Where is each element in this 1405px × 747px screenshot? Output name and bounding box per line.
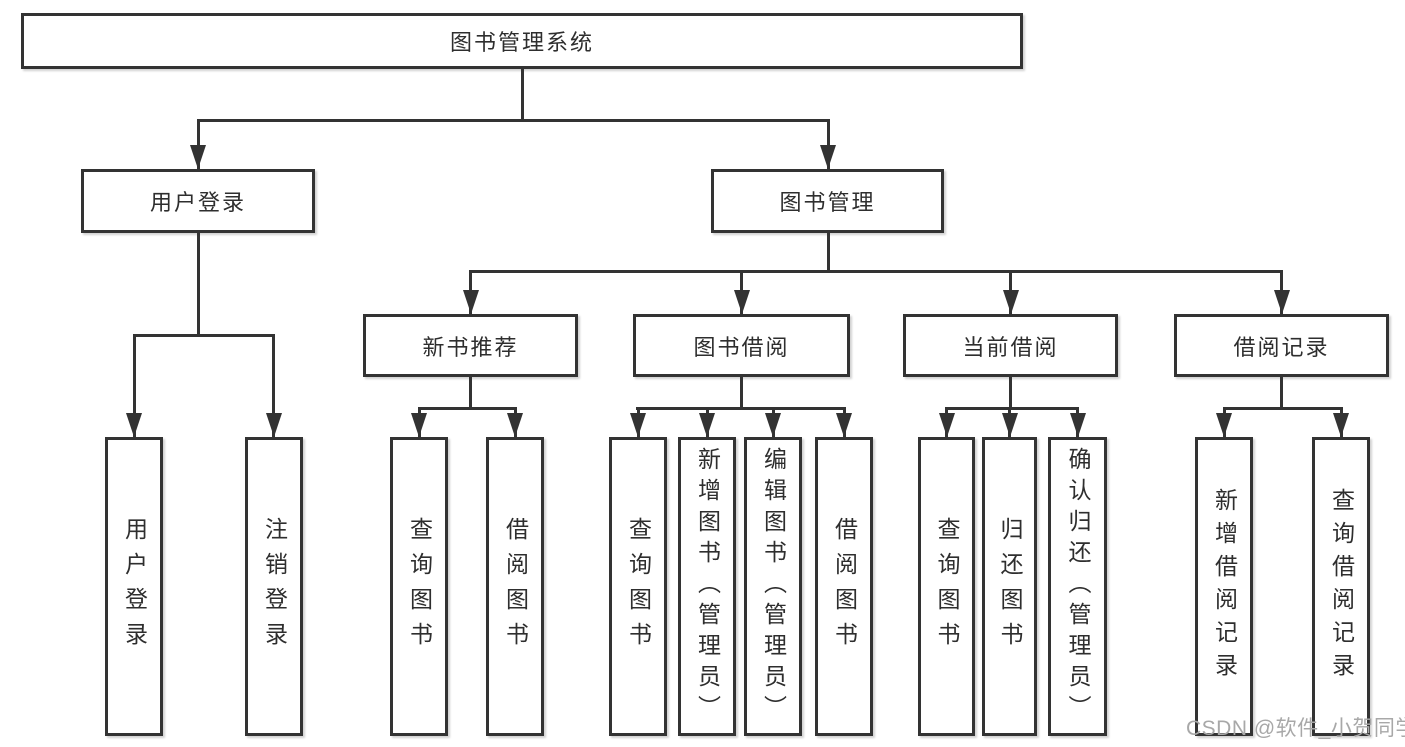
- leaf-label: 新增图书（管理员）: [694, 447, 721, 726]
- leaf-edit-book-admin: 编辑图书（管理员）: [744, 437, 802, 736]
- node-label: 用户登录: [149, 190, 246, 215]
- leaf-user-login: 用户登录: [105, 437, 163, 736]
- connector-user-login-stem: [196, 233, 200, 335]
- arrow-to-current-borrow: [1009, 271, 1012, 314]
- leaf-borrow-books-2: 借阅图书: [815, 437, 873, 736]
- arrow-to-borrow-books-2: [842, 408, 846, 437]
- node-book-management: 图书管理: [711, 169, 944, 233]
- connector-root-stem: [520, 69, 524, 120]
- arrow-to-user-login: [196, 120, 200, 169]
- leaf-return-book: 归还图书: [982, 437, 1037, 736]
- leaf-label: 借阅图书: [831, 516, 858, 657]
- node-label: 借阅记录: [1233, 334, 1330, 360]
- node-library-management-system: 图书管理系统: [21, 13, 1023, 69]
- node-label: 新书推荐: [422, 334, 519, 360]
- arrow-to-query-borrow-record: [1339, 408, 1343, 437]
- csdn-watermark: CSDN @软件_小贺同学: [1186, 717, 1405, 740]
- arrow-to-borrow-records: [1280, 271, 1283, 314]
- node-borrow-records: 借阅记录: [1174, 314, 1389, 377]
- node-label: 图书管理: [779, 190, 876, 215]
- connector-current-stem: [1009, 377, 1012, 408]
- arrow-to-leaf-logout: [272, 335, 275, 437]
- node-label: 当前借阅: [962, 334, 1059, 360]
- leaf-label: 查询借阅记录: [1328, 487, 1355, 686]
- leaf-label: 新增借阅记录: [1211, 487, 1238, 686]
- leaf-confirm-return-admin: 确认归还（管理员）: [1048, 437, 1107, 736]
- node-book-borrow: 图书借阅: [633, 314, 850, 377]
- node-new-book-recommend: 新书推荐: [363, 314, 578, 377]
- arrow-to-query-books-2: [636, 408, 640, 437]
- arrow-to-book-borrow: [740, 271, 743, 314]
- leaf-borrow-books-recommend: 借阅图书: [486, 437, 544, 736]
- node-label: 图书借阅: [693, 334, 790, 360]
- node-current-borrow: 当前借阅: [903, 314, 1118, 377]
- connector-level1-bar: [196, 118, 830, 122]
- arrow-to-new-book-recommend: [469, 271, 472, 314]
- connector-borrow-stem: [740, 377, 743, 408]
- leaf-label: 用户登录: [121, 516, 148, 657]
- arrow-to-add-borrow-record: [1222, 408, 1226, 437]
- arrow-to-query-books-3: [945, 408, 948, 437]
- arrow-to-return-book: [1008, 408, 1011, 437]
- arrow-to-book-management: [826, 120, 830, 169]
- connector-borrow-bar: [635, 406, 846, 410]
- connector-book-management-stem: [826, 233, 830, 271]
- connector-records-bar: [1222, 406, 1343, 410]
- leaf-logout: 注销登录: [245, 437, 303, 736]
- arrow-to-add-book-admin: [705, 408, 709, 437]
- leaf-label: 查询图书: [625, 516, 652, 657]
- connector-current-bar: [945, 406, 1079, 410]
- connector-user-login-bar: [132, 333, 275, 337]
- leaf-add-borrow-record: 新增借阅记录: [1195, 437, 1253, 736]
- arrow-to-query-books-1: [417, 408, 421, 437]
- leaf-label: 确认归还（管理员）: [1065, 447, 1091, 726]
- connector-recommend-bar: [417, 406, 517, 410]
- leaf-add-book-admin: 新增图书（管理员）: [678, 437, 736, 736]
- connector-records-stem: [1280, 377, 1283, 408]
- leaf-label: 借阅图书: [502, 516, 529, 657]
- connector-recommend-stem: [469, 377, 472, 408]
- arrow-to-confirm-return-admin: [1076, 408, 1079, 437]
- leaf-label: 查询图书: [406, 516, 433, 657]
- node-label: 图书管理系统: [449, 30, 594, 55]
- arrow-to-edit-book-admin: [771, 408, 775, 437]
- leaf-query-books-borrow: 查询图书: [609, 437, 667, 736]
- connector-level2-bar: [469, 269, 1283, 273]
- leaf-label: 编辑图书（管理员）: [760, 447, 787, 726]
- leaf-label: 查询图书: [934, 516, 960, 657]
- leaf-label: 归还图书: [997, 516, 1023, 657]
- leaf-query-borrow-record: 查询借阅记录: [1312, 437, 1370, 736]
- arrow-to-leaf-user-login: [132, 335, 136, 437]
- leaf-label: 注销登录: [261, 516, 288, 657]
- leaf-query-books-recommend: 查询图书: [390, 437, 448, 736]
- node-user-login: 用户登录: [81, 169, 315, 233]
- arrow-to-borrow-books-1: [513, 408, 517, 437]
- leaf-query-books-current: 查询图书: [918, 437, 975, 736]
